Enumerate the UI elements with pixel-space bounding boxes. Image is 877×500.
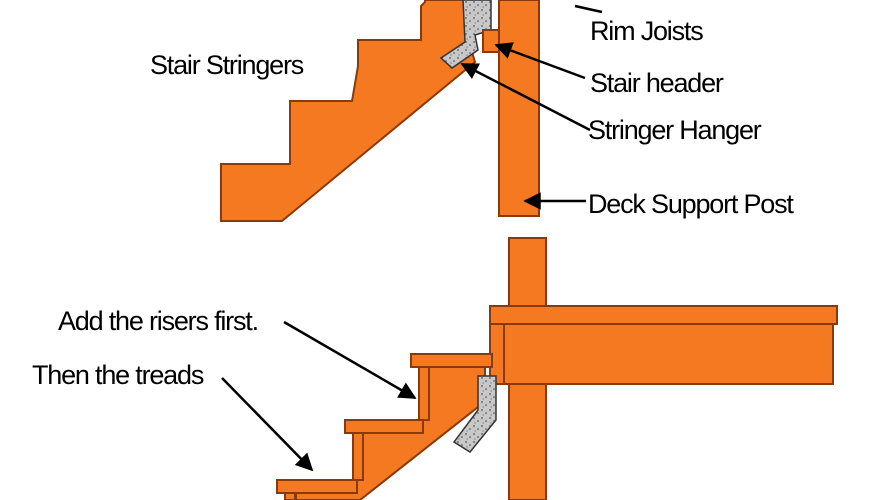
riser-bottom <box>284 492 296 500</box>
add-risers-label: Add the risers first. <box>58 306 258 336</box>
bottom-leader-lines <box>221 320 417 472</box>
risers-leader <box>283 320 417 400</box>
top-stringer-hanger <box>439 0 492 69</box>
top-stair-stringer <box>220 0 477 222</box>
stringer-hanger-label: Stringer Hanger <box>588 115 762 145</box>
bottom-stringer-hanger <box>452 375 497 453</box>
deck-beam <box>489 305 838 325</box>
rim-joists-label: Rim Joists <box>590 16 703 46</box>
riser-middle <box>352 432 364 481</box>
top-diagram <box>220 0 540 222</box>
rim-joists-leader <box>574 4 603 14</box>
then-treads-label: Then the treads <box>32 360 204 390</box>
stringer-hanger-leader <box>460 62 591 132</box>
riser-top <box>418 366 430 421</box>
stair-stringers-label: Stair Stringers <box>150 50 304 80</box>
stair-header-leader <box>494 42 586 80</box>
bottom-post-top <box>508 237 547 307</box>
tread-top <box>410 353 493 368</box>
bottom-diagram <box>276 237 838 500</box>
top-leader-lines <box>460 4 603 210</box>
deck-joist <box>502 323 834 385</box>
tread-middle <box>344 419 424 434</box>
top-deck-support-post <box>498 0 540 217</box>
tread-bottom <box>276 479 358 494</box>
bottom-deck-support-post <box>508 383 547 500</box>
treads-leader <box>221 377 314 472</box>
stair-header-label: Stair header <box>590 68 724 98</box>
top-stair-header <box>482 29 501 53</box>
deck-support-post-label: Deck Support Post <box>588 189 794 219</box>
